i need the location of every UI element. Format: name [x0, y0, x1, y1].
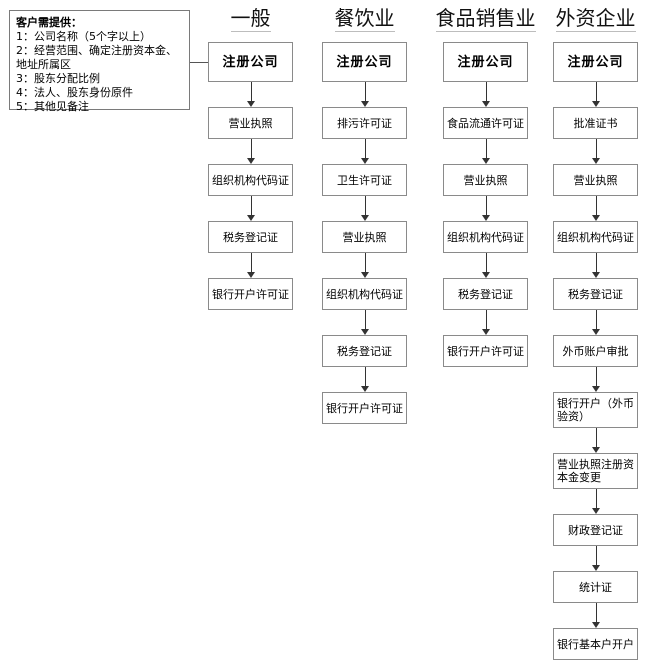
flow-arrow-line: [595, 310, 597, 330]
flow-arrow-line: [250, 82, 252, 102]
note-line-2: 2：经营范围、确定注册资本金、地址所属区: [16, 44, 177, 71]
note-title: 客户需提供：: [16, 16, 82, 29]
flow-arrow-line: [595, 603, 597, 623]
flow-step[interactable]: 营业执照注册资本金变更: [553, 453, 638, 489]
flow-step[interactable]: 外币账户审批: [553, 335, 638, 367]
note-line-1: 1：公司名称（5个字以上）: [16, 30, 151, 43]
flow-arrow-head-icon: [592, 158, 600, 164]
flow-arrow-head-icon: [482, 158, 490, 164]
flow-arrow-line: [364, 196, 366, 216]
flow-step[interactable]: 银行开户许可证: [322, 392, 407, 424]
flow-arrow-line: [250, 139, 252, 159]
flow-arrow-head-icon: [592, 386, 600, 392]
flow-step[interactable]: 银行开户（外币验资）: [553, 392, 638, 428]
flow-step[interactable]: 组织机构代码证: [322, 278, 407, 310]
flow-arrow-line: [595, 253, 597, 273]
flow-arrow-head-icon: [247, 215, 255, 221]
flow-arrow-head-icon: [361, 101, 369, 107]
column-header-3: 食品销售业: [421, 6, 550, 32]
flow-arrow-head-icon: [592, 508, 600, 514]
flow-arrow-head-icon: [592, 565, 600, 571]
flow-arrow-head-icon: [247, 101, 255, 107]
flow-step[interactable]: 营业执照: [553, 164, 638, 196]
column-header-label: 外资企业: [555, 6, 636, 32]
flow-arrow-line: [595, 367, 597, 387]
column-header-4: 外资企业: [531, 6, 650, 32]
note-line-5: 5：其他见备注: [16, 100, 89, 113]
flow-step[interactable]: 税务登记证: [443, 278, 528, 310]
flow-arrow-head-icon: [247, 158, 255, 164]
flow-arrow-head-icon: [361, 215, 369, 221]
flow-step[interactable]: 银行基本户开户: [553, 628, 638, 660]
flow-arrow-line: [595, 428, 597, 448]
flow-step[interactable]: 统计证: [553, 571, 638, 603]
flow-step-start[interactable]: 注册公司: [443, 42, 528, 82]
flow-arrow-line: [485, 82, 487, 102]
flow-arrow-line: [250, 196, 252, 216]
flow-arrow-head-icon: [592, 101, 600, 107]
flow-arrow-line: [595, 82, 597, 102]
flow-step[interactable]: 食品流通许可证: [443, 107, 528, 139]
flow-arrow-line: [364, 367, 366, 387]
flow-step[interactable]: 银行开户许可证: [208, 278, 293, 310]
flow-arrow-line: [595, 139, 597, 159]
flow-arrow-line: [595, 489, 597, 509]
column-header-label: 餐饮业: [334, 6, 395, 32]
flow-arrow-line: [485, 139, 487, 159]
flow-arrow-line: [485, 196, 487, 216]
note-line-4: 4：法人、股东身份原件: [16, 86, 133, 99]
flow-arrow-line: [595, 196, 597, 216]
flow-step[interactable]: 营业执照: [208, 107, 293, 139]
flow-arrow-head-icon: [361, 329, 369, 335]
flow-step[interactable]: 税务登记证: [553, 278, 638, 310]
flow-arrow-line: [595, 546, 597, 566]
flow-arrow-head-icon: [482, 101, 490, 107]
flow-step[interactable]: 财政登记证: [553, 514, 638, 546]
flow-step[interactable]: 排污许可证: [322, 107, 407, 139]
flow-arrow-line: [485, 310, 487, 330]
flow-step-start[interactable]: 注册公司: [553, 42, 638, 82]
flow-step-start[interactable]: 注册公司: [208, 42, 293, 82]
column-header-1: 一般: [186, 6, 315, 32]
note-line-3: 3：股东分配比例: [16, 72, 100, 85]
flow-step[interactable]: 银行开户许可证: [443, 335, 528, 367]
flow-step[interactable]: 税务登记证: [208, 221, 293, 253]
flow-step[interactable]: 组织机构代码证: [443, 221, 528, 253]
flow-arrow-head-icon: [361, 158, 369, 164]
flow-step[interactable]: 卫生许可证: [322, 164, 407, 196]
flow-arrow-line: [485, 253, 487, 273]
flow-arrow-head-icon: [482, 329, 490, 335]
customer-requirements-note: 客户需提供： 1：公司名称（5个字以上） 2：经营范围、确定注册资本金、地址所属…: [9, 10, 190, 113]
flow-arrow-head-icon: [592, 215, 600, 221]
flow-step[interactable]: 税务登记证: [322, 335, 407, 367]
column-header-2: 餐饮业: [300, 6, 429, 32]
column-header-label: 食品销售业: [435, 6, 536, 32]
flow-arrow-head-icon: [361, 272, 369, 278]
column-header-label: 一般: [230, 6, 271, 32]
flow-arrow-line: [364, 253, 366, 273]
flow-step-start[interactable]: 注册公司: [322, 42, 407, 82]
flow-step[interactable]: 营业执照: [322, 221, 407, 253]
flow-arrow-head-icon: [592, 447, 600, 453]
flow-arrow-line: [250, 253, 252, 273]
flow-arrow-head-icon: [247, 272, 255, 278]
flow-step[interactable]: 营业执照: [443, 164, 528, 196]
flow-arrow-head-icon: [482, 215, 490, 221]
flow-arrow-head-icon: [592, 272, 600, 278]
flow-step[interactable]: 组织机构代码证: [208, 164, 293, 196]
flow-arrow-head-icon: [361, 386, 369, 392]
flow-arrow-line: [364, 139, 366, 159]
flow-arrow-head-icon: [592, 622, 600, 628]
flow-arrow-line: [364, 310, 366, 330]
flow-arrow-line: [364, 82, 366, 102]
flow-step[interactable]: 组织机构代码证: [553, 221, 638, 253]
note-to-flow-connector: [190, 62, 209, 63]
flow-arrow-head-icon: [482, 272, 490, 278]
flow-arrow-head-icon: [592, 329, 600, 335]
flow-step[interactable]: 批准证书: [553, 107, 638, 139]
